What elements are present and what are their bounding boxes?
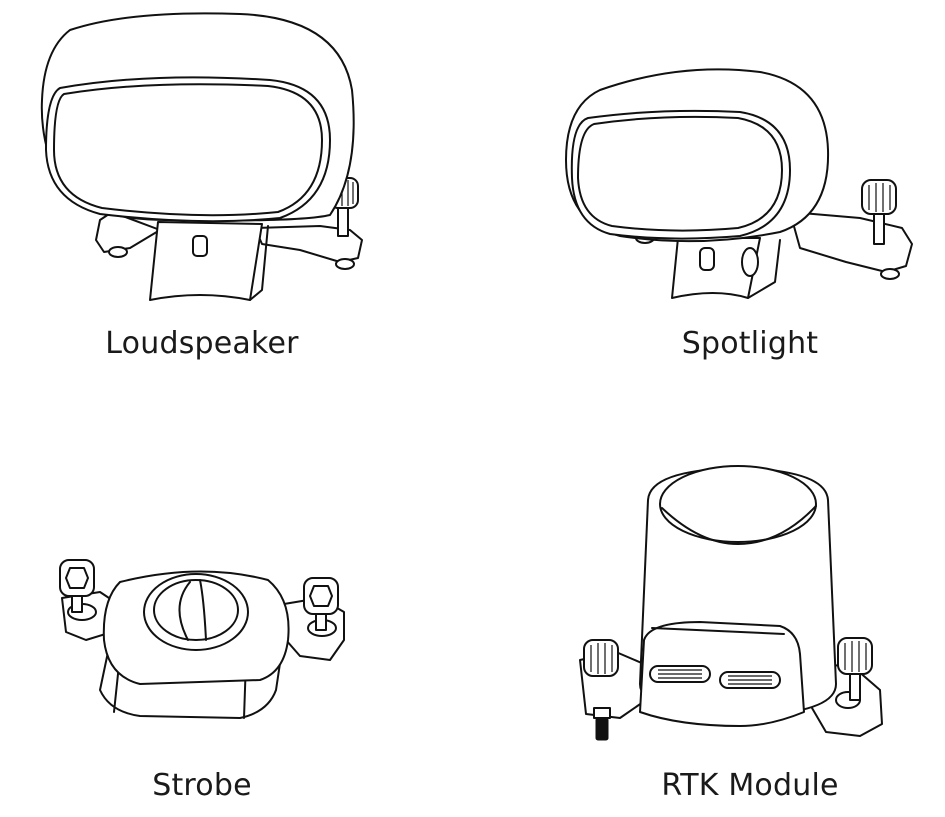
caption-strobe: Strobe: [152, 768, 252, 803]
caption-rtk-module: RTK Module: [661, 768, 839, 803]
caption-spotlight: Spotlight: [681, 326, 819, 361]
caption-loudspeaker: Loudspeaker: [105, 326, 299, 361]
